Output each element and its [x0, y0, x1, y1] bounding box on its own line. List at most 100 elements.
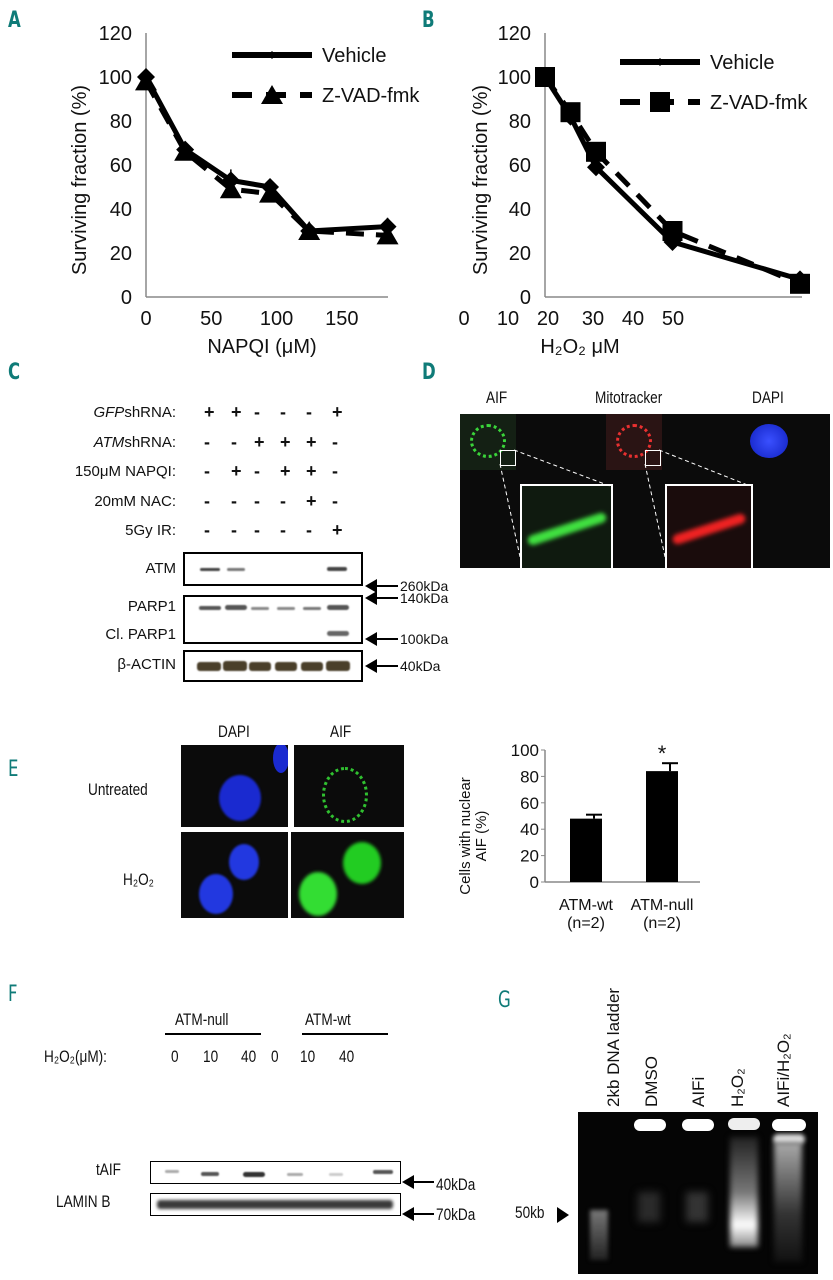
group-label-atm-null: ATM-null — [175, 1010, 229, 1029]
y-tick-label: 100 — [511, 741, 539, 760]
mitotracker-inset — [665, 484, 753, 568]
y-tick-label: 100 — [498, 67, 531, 89]
treatment-sign: + — [204, 402, 215, 422]
treatment-sign: - — [254, 402, 260, 422]
x-tick-label: ATM-null — [631, 897, 694, 914]
arrow-icon — [402, 1175, 434, 1189]
blot-label-cl-parp1: Cl. PARP1 — [105, 626, 176, 643]
header-aif: AIF — [486, 388, 508, 407]
marker-40kda-f: 40kDa — [436, 1175, 476, 1194]
treatment-label: 20mM NAC: — [94, 493, 176, 510]
y-tick-label: 0 — [520, 287, 531, 309]
y-tick-label: 80 — [509, 111, 531, 133]
x-tick-label: 50 — [662, 308, 684, 330]
arrow-icon — [365, 632, 398, 646]
dose-label: H₂O₂(μM): — [44, 1047, 107, 1066]
y-tick-label: 40 — [110, 199, 132, 221]
x-tick-label: 20 — [537, 308, 559, 330]
treatment-sign: - — [254, 490, 260, 511]
header-mitotracker: Mitotracker — [595, 388, 663, 407]
treatment-sign: + — [280, 431, 291, 452]
arrow-icon — [365, 579, 398, 593]
blot-parp1 — [183, 595, 363, 644]
dose-value: 0 — [171, 1047, 179, 1066]
treatment-sign: - — [204, 461, 210, 481]
treatment-sign: + — [306, 490, 317, 511]
treatment-sign: + — [254, 431, 265, 452]
x-tick-label: 0 — [458, 308, 469, 330]
bar-atm-wt — [570, 818, 602, 882]
blot-label-taif: tAIF — [96, 1160, 121, 1179]
y-axis-label: Surviving fraction (%) — [470, 85, 492, 275]
panel-label-b: B — [422, 8, 435, 33]
arrow-icon — [365, 591, 398, 605]
treatment-sign: + — [332, 402, 343, 422]
x-tick-label: 30 — [582, 308, 604, 330]
gel-lane-label: AIFi — [689, 1076, 708, 1107]
y-tick-label: 60 — [110, 155, 132, 177]
gel-image — [578, 1112, 818, 1274]
data-point — [560, 102, 581, 123]
marker-40kda: 40kDa — [400, 658, 441, 674]
row-label-untreated: Untreated — [88, 780, 148, 799]
gene-name: GFP — [93, 404, 125, 421]
microscopy-d — [460, 414, 830, 568]
treatment-sign: - — [332, 461, 338, 481]
data-point — [298, 221, 321, 240]
legend-label: Z-VAD-fmk — [322, 85, 420, 107]
blot-label-parp1: PARP1 — [127, 598, 176, 615]
data-point — [586, 141, 606, 162]
y-tick-label: 20 — [520, 847, 539, 866]
panel-label-d: D — [422, 360, 436, 385]
treatment-sign: - — [332, 431, 338, 452]
y-tick-label: 20 — [110, 243, 132, 265]
blot-label-lamin-b: LAMIN B — [56, 1192, 111, 1211]
significance-star: * — [658, 741, 667, 766]
treatment-sign: + — [280, 461, 291, 481]
treatment-sign: + — [306, 461, 317, 481]
series-line-z-vad-fmk — [143, 80, 388, 238]
marker-140kda: 140kDa — [400, 590, 449, 606]
x-tick-label: 100 — [260, 308, 293, 330]
y-axis-label: AIF (%) — [473, 811, 490, 862]
treatment-sign: + — [332, 520, 343, 540]
panel-label-f: F — [8, 982, 18, 1007]
panel-label-g: G — [498, 988, 511, 1013]
treatment-label: 150μM NAPQI: — [75, 463, 176, 480]
treatment-sign: - — [280, 402, 286, 422]
x-tick-label: 50 — [200, 308, 222, 330]
header-aif-e: AIF — [330, 722, 352, 741]
x-tick-label: 150 — [325, 308, 358, 330]
data-point — [790, 273, 810, 294]
panel-label-e: E — [8, 757, 19, 782]
y-tick-label: 100 — [99, 67, 132, 89]
x-tick-sublabel: (n=2) — [567, 915, 605, 932]
data-point — [259, 183, 282, 203]
marker-260kda: 260kDa — [400, 578, 449, 594]
treatment-sign: - — [306, 402, 312, 422]
gel-lane-label: AIFi/H₂O₂ — [774, 1033, 793, 1107]
legend-label: Vehicle — [322, 45, 387, 67]
blot-actin — [183, 650, 363, 682]
marker-70kda-f: 70kDa — [436, 1205, 476, 1224]
x-tick-label: 10 — [497, 308, 519, 330]
legend-marker — [261, 85, 283, 104]
x-axis-label: H₂O₂ μM — [540, 336, 619, 358]
triangle-marker-icon — [557, 1207, 569, 1223]
treatment-sign: + — [231, 461, 242, 481]
treatment-sign: + — [231, 402, 242, 422]
treatment-sign: - — [231, 490, 237, 511]
data-point — [587, 158, 605, 177]
legend-marker — [656, 58, 664, 66]
data-point — [135, 71, 157, 91]
gel-lane-label: DMSO — [642, 1056, 661, 1107]
treatment-label: 5Gy IR: — [125, 522, 176, 539]
blot-label-actin: β-ACTIN — [117, 656, 176, 673]
y-tick-label: 0 — [121, 287, 132, 309]
mitotracker-image — [606, 414, 662, 470]
panel-label-c: C — [8, 360, 21, 385]
blot-lamin-b — [150, 1193, 401, 1216]
treatment-label-text: 20mM NAC: — [94, 492, 176, 510]
treatment-sign: - — [231, 520, 237, 540]
treatment-sign: - — [280, 520, 286, 540]
